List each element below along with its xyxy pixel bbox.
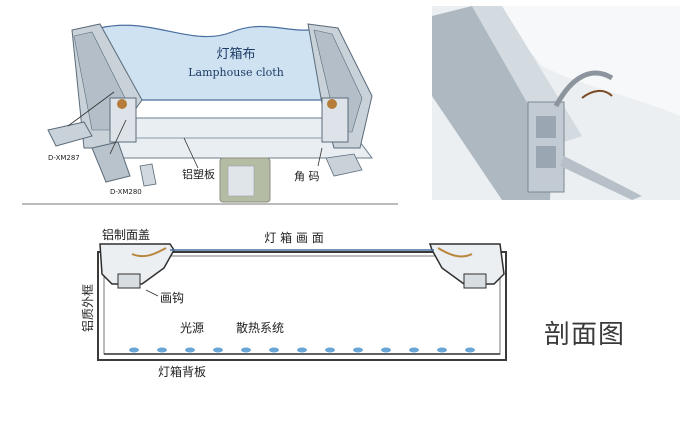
right-spring (437, 247, 473, 258)
led-dot (157, 347, 167, 353)
leader-line-part1 (67, 91, 115, 127)
profile-chamber-1 (536, 116, 556, 138)
spring-wire (581, 90, 613, 99)
base-flange (560, 156, 642, 200)
led-dot (465, 347, 475, 353)
left-hook-block (117, 273, 141, 289)
led-dot (213, 347, 223, 353)
inner-frame-wall (103, 255, 501, 355)
corner-code-label: 角 码 (294, 170, 320, 183)
led-dot (297, 347, 307, 353)
leader-line-part2 (109, 119, 127, 155)
led-strip (129, 347, 475, 353)
led-dot (437, 347, 447, 353)
leader-line-corner (317, 147, 323, 167)
hook-leader (145, 289, 159, 297)
fabric-surface (492, 6, 680, 116)
right-hook-block (463, 273, 487, 289)
led-dot (129, 347, 139, 353)
cloth-label-en: Lamphouse cloth (188, 66, 284, 79)
plastic-plate-label: 铝塑板 (182, 167, 215, 181)
corner-code-thumbnail (325, 153, 363, 177)
cross-section-drawing: 铝制面盖 灯 箱 画 面 画钩 铝质外框 光源 散热系统 灯箱背板 (80, 227, 507, 379)
extrusion-photo-drawing (432, 6, 680, 200)
led-dot (185, 347, 195, 353)
light-source-label: 光源 (180, 321, 204, 335)
leader-line-plate (183, 137, 199, 169)
led-dot (325, 347, 335, 353)
led-dot (269, 347, 279, 353)
frame-label: 铝质外框 (80, 284, 95, 332)
isometric-drawing: 灯箱布 Lamphouse cloth D-XM287 D-XM280 铝塑板 … (22, 23, 398, 205)
left-hook-spring (117, 99, 127, 109)
led-dot (353, 347, 363, 353)
extrusion-photo (432, 6, 680, 200)
left-spring (131, 247, 167, 258)
cap-label: 铝制面盖 (102, 227, 150, 242)
part-thumbnail-1 (47, 121, 93, 147)
right-hook-spring (327, 99, 337, 109)
led-dot (241, 347, 251, 353)
hook-clip (553, 70, 614, 108)
section-view-title: 剖面图 (544, 320, 626, 350)
part-code-1: D-XM287 (48, 154, 80, 162)
led-dot (409, 347, 419, 353)
part-code-2: D-XM280 (110, 188, 142, 196)
led-dot (381, 347, 391, 353)
face-label: 灯 箱 画 面 (264, 230, 323, 245)
cross-section-diagram: 铝制面盖 灯 箱 画 面 画钩 铝质外框 光源 散热系统 灯箱背板 (62, 212, 528, 384)
hook-label: 画钩 (160, 291, 184, 305)
lightbox-isometric-illustration: 灯箱布 Lamphouse cloth D-XM287 D-XM280 铝塑板 … (22, 8, 398, 206)
plastic-plate-sample (227, 165, 255, 197)
extrusion-body (432, 6, 552, 200)
hook-detail-thumbnail (139, 163, 157, 187)
profile-chamber-2 (536, 146, 556, 168)
part-thumbnail-2 (91, 141, 131, 183)
back-panel-label: 灯箱背板 (158, 364, 206, 379)
outer-frame (97, 251, 507, 361)
cloth-label-cn: 灯箱布 (216, 46, 255, 62)
heat-system-label: 散热系统 (236, 320, 284, 335)
